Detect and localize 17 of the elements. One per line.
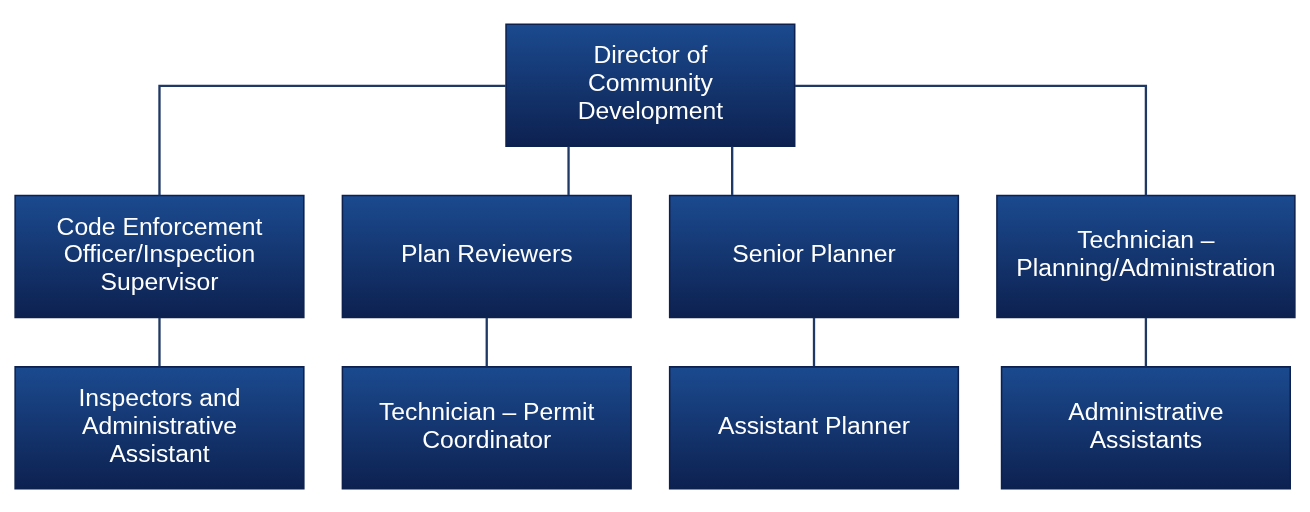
connector bbox=[158, 84, 506, 195]
node-box: Senior Planner bbox=[668, 194, 960, 318]
node-box: Code Enforcement Officer/Inspection Supervisor bbox=[14, 194, 305, 318]
connector bbox=[158, 317, 161, 366]
node-box: Inspectors and Administrative Assistant bbox=[14, 365, 305, 490]
node-box: Administrative Assistants bbox=[1000, 365, 1291, 490]
connector bbox=[812, 317, 816, 366]
connector bbox=[1144, 317, 1148, 366]
node-box: Assistant Planner bbox=[668, 365, 960, 490]
connector bbox=[567, 146, 570, 195]
connector bbox=[795, 84, 1148, 195]
node-box: Technician – Permit Coordinator bbox=[341, 365, 632, 490]
node-box: Director of Community Development bbox=[505, 22, 796, 147]
node-box: Plan Reviewers bbox=[341, 194, 632, 318]
node-box: Technician – Planning/Administration bbox=[996, 194, 1296, 318]
connector bbox=[731, 146, 734, 195]
connector bbox=[485, 317, 488, 366]
